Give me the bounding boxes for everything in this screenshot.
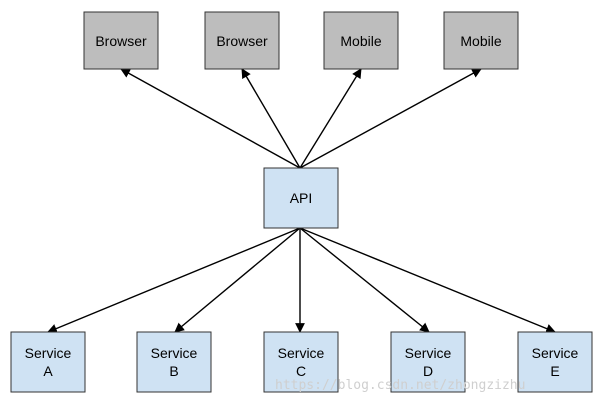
node-client-2-label: Browser [216,33,268,49]
node-api: API [263,167,339,229]
node-service-c-line1: Service [278,345,325,361]
node-service-c-line2: C [296,363,306,379]
node-service-d: Service D [390,331,466,393]
node-service-e-line1: Service [532,345,579,361]
node-service-a-line2: A [43,363,53,379]
node-service-e-line2: E [550,363,559,379]
edge-api-to-service-a [47,227,301,334]
node-client-1: Browser [83,11,159,70]
node-service-a-line1: Service [25,345,72,361]
node-service-b-line1: Service [151,345,198,361]
node-client-3-label: Mobile [340,33,381,49]
node-client-3: Mobile [323,11,399,70]
edge-api-to-service-b [174,227,301,333]
node-service-b: Service B [136,331,212,393]
edge-api-to-client-2 [241,68,301,169]
node-client-1-label: Browser [95,33,147,49]
node-service-e: Service E [517,331,593,393]
node-api-label: API [290,190,313,206]
node-client-4: Mobile [443,11,519,70]
watermark: https://blog.csdn.net/zhongzizhu [275,378,525,393]
node-service-b-line2: B [169,363,178,379]
edges-to-clients [120,68,482,169]
node-service-d-line2: D [423,363,433,379]
edge-api-to-service-e [299,227,556,334]
edges-to-services [47,227,556,334]
edge-api-to-client-3 [299,68,362,169]
node-service-c: Service C [263,331,339,393]
node-client-2: Browser [204,11,280,70]
node-service-d-line1: Service [405,345,452,361]
edge-api-to-client-4 [299,68,482,169]
edge-api-to-service-d [299,227,430,333]
node-client-4-label: Mobile [460,33,501,49]
node-service-a: Service A [10,331,86,393]
edge-api-to-client-1 [120,68,301,169]
